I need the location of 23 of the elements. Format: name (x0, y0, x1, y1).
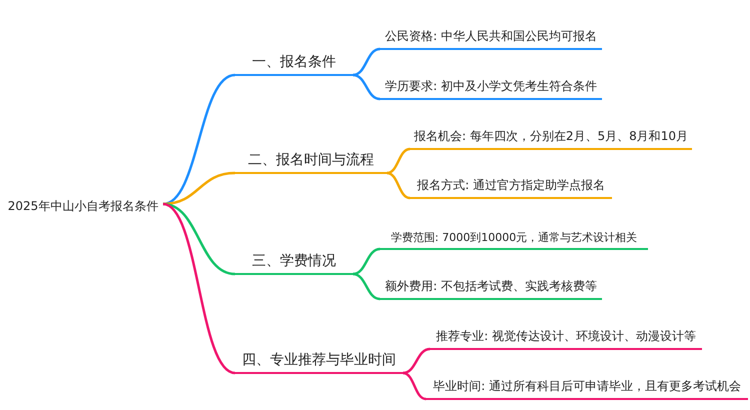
topic-text: 四、专业推荐与毕业时间 (242, 351, 396, 370)
topic-text: 二、报名时间与流程 (248, 151, 374, 170)
topic-text: 三、学费情况 (252, 252, 336, 271)
branch-connector (386, 148, 410, 174)
branch-connector (402, 348, 430, 374)
branch-connector (162, 172, 236, 206)
topic-text: 额外费用: 不包括考试费、实践考核费等 (385, 278, 597, 295)
topic-text: 一、报名条件 (252, 53, 336, 72)
topic-text: 公民资格: 中华人民共和国公民均可报名 (385, 28, 597, 45)
branch-connector (162, 202, 236, 374)
topic-text: 毕业时间: 通过所有科目后可申请毕业，且有更多考试机会 (433, 378, 741, 395)
topic-text: 推荐专业: 视觉传达设计、环境设计、动漫设计等 (436, 328, 696, 345)
branch-connector (352, 248, 380, 276)
topic-text: 报名机会: 每年四次，分别在2月、5月、8月和10月 (414, 128, 688, 145)
topic-text: 2025年中山小自考报名条件 (8, 198, 158, 215)
topic-text: 学费范围: 7000到10000元，通常与艺术设计相关 (390, 230, 638, 246)
branch-connector (352, 272, 380, 300)
branch-connector (386, 172, 410, 200)
branch-connector (352, 74, 380, 100)
topic-text: 学历要求: 初中及小学文凭考生符合条件 (385, 78, 597, 95)
branch-connector (402, 372, 426, 400)
branch-connector (352, 48, 380, 76)
topic-text: 报名方式: 通过官方指定助学点报名 (417, 177, 605, 194)
